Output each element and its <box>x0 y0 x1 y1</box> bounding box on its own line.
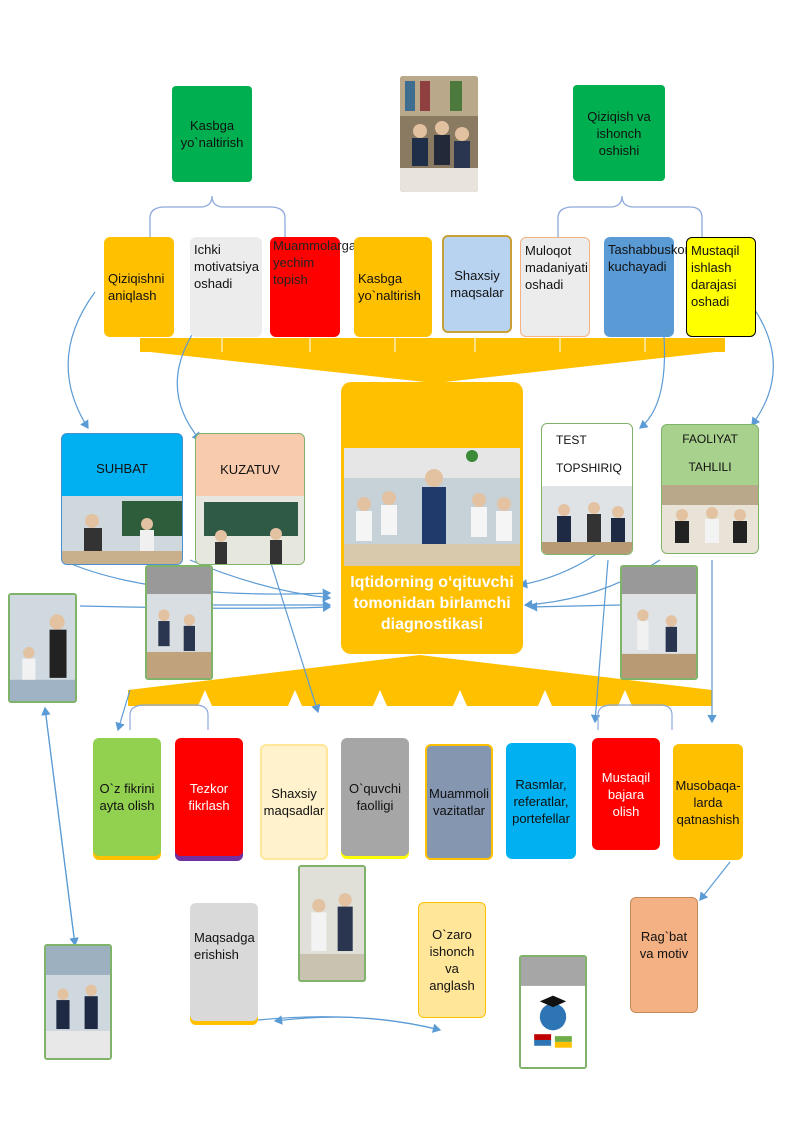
row2-label: O`z fikrini ayta olish <box>99 781 155 813</box>
side-photo-left-mid <box>145 565 213 680</box>
row1-box-mustaqil: Mustaqil ishlash darajasi oshadi <box>686 237 756 337</box>
row2-label: Shaxsiy maqsadlar <box>263 786 325 818</box>
center-diagnostic-box: Iqtidorning o‘qituvchi tomonidan birlamc… <box>341 382 523 654</box>
kuzatuv-photo <box>196 496 304 564</box>
row2-label: Rasmlar, referatlar, portefellar <box>512 776 570 826</box>
row1-label: Muammolarga yechim topish <box>273 238 357 287</box>
row1-label: Shaxsiy maqsalar <box>450 268 504 300</box>
bottom-photo-left <box>44 944 112 1060</box>
row2-box-faolligi: O`quvchi faolligi <box>341 738 409 856</box>
method-suhbat: SUHBAT <box>61 433 183 565</box>
row1-label: Mustaqil ishlash darajasi oshadi <box>691 243 740 309</box>
top-left-bracket <box>149 195 286 237</box>
row2-box-rasmlar: Rasmlar, referatlar, portefellar <box>506 743 576 859</box>
row2-box-ozfikrini: O`z fikrini ayta olish <box>93 738 161 856</box>
top-right-bracket <box>557 195 703 237</box>
row2-label: Muammoli vazitatlar <box>429 786 489 818</box>
row1-label: Ichki motivatsiya oshadi <box>194 242 260 291</box>
row2-label: O`quvchi faolligi <box>348 781 402 813</box>
row1-box-muammolarga: Muammolarga yechim topish <box>270 237 356 337</box>
row1-box-shaxsiy: Shaxsiy maqsalar <box>442 235 512 333</box>
method-kuzatuv: KUZATUV <box>195 433 305 565</box>
row1-label: Tashabbuskorlik kuchayadi <box>608 242 702 274</box>
row1-label: Qiziqishni aniqlash <box>108 271 165 303</box>
row1-box-muloqot: Muloqot madaniyati oshadi <box>520 237 590 337</box>
bottom-label: Maqsadga erishish <box>194 930 255 962</box>
lower-funnel <box>128 655 712 706</box>
upper-funnel <box>140 338 725 384</box>
row2-box-muammoli: Muammoli vazitatlar <box>425 744 493 860</box>
bottom-box-ozaro: O`zaro ishonch va anglash <box>418 902 486 1018</box>
row2-label: Tezkor fikrlash <box>188 781 230 813</box>
side-photo-right-mid <box>620 565 698 680</box>
graduation-icon-card <box>519 955 587 1069</box>
row1-label: Kasbga yo`naltirish <box>358 271 421 303</box>
classroom-photo-top <box>400 76 478 192</box>
test-photo <box>542 486 632 554</box>
faoliyat-photo <box>662 485 758 553</box>
suhbat-photo <box>62 496 182 564</box>
row2-label: Musobaqa-larda qatnashish <box>675 777 741 827</box>
center-title: Iqtidorning o‘qituvchi tomonidan birlamc… <box>350 574 514 633</box>
row2-box-musobaqa: Musobaqa-larda qatnashish <box>673 744 743 860</box>
side-photo-left-edge <box>8 593 77 703</box>
bottom-photo-center <box>298 865 366 982</box>
method-suhbat-label: SUHBAT <box>62 434 182 496</box>
bottom-box-maqsadga: Maqsadga erishish <box>190 903 258 1021</box>
bottom-label: O`zaro ishonch va anglash <box>429 927 475 993</box>
method-faoliyat: FAOLIYAT TAHLILI <box>661 424 759 554</box>
bottom-box-ragbat: Rag`bat va motiv <box>630 897 698 1013</box>
row1-box-qiziqishni: Qiziqishni aniqlash <box>104 237 174 337</box>
row1-label: Muloqot madaniyati oshadi <box>525 243 588 292</box>
top-box-kasbga: Kasbga yo`naltirish <box>172 86 252 182</box>
method-test: TEST TOPSHIRIQ <box>541 423 633 555</box>
center-photo <box>344 448 520 566</box>
row1-box-kasbga: Kasbga yo`naltirish <box>354 237 432 337</box>
top-box-qiziqish: Qiziqish va ishonch oshishi <box>573 85 665 181</box>
row2-box-mustaqil: Mustaqil bajara olish <box>592 738 660 850</box>
method-faoliyat-label: FAOLIYAT TAHLILI <box>682 432 738 474</box>
row2-label: Mustaqil bajara olish <box>601 769 651 819</box>
row2-box-shaxsiy: Shaxsiy maqsadlar <box>260 744 328 860</box>
row1-box-tashabbus: Tashabbuskorlik kuchayadi <box>604 237 701 337</box>
bottom-label: Rag`bat va motiv <box>639 929 689 961</box>
method-kuzatuv-label: KUZATUV <box>220 462 280 477</box>
row2-box-tezkor: Tezkor fikrlash <box>175 738 243 856</box>
method-test-label: TEST TOPSHIRIQ <box>556 433 622 475</box>
row1-box-ichki: Ichki motivatsiya oshadi <box>190 237 262 337</box>
